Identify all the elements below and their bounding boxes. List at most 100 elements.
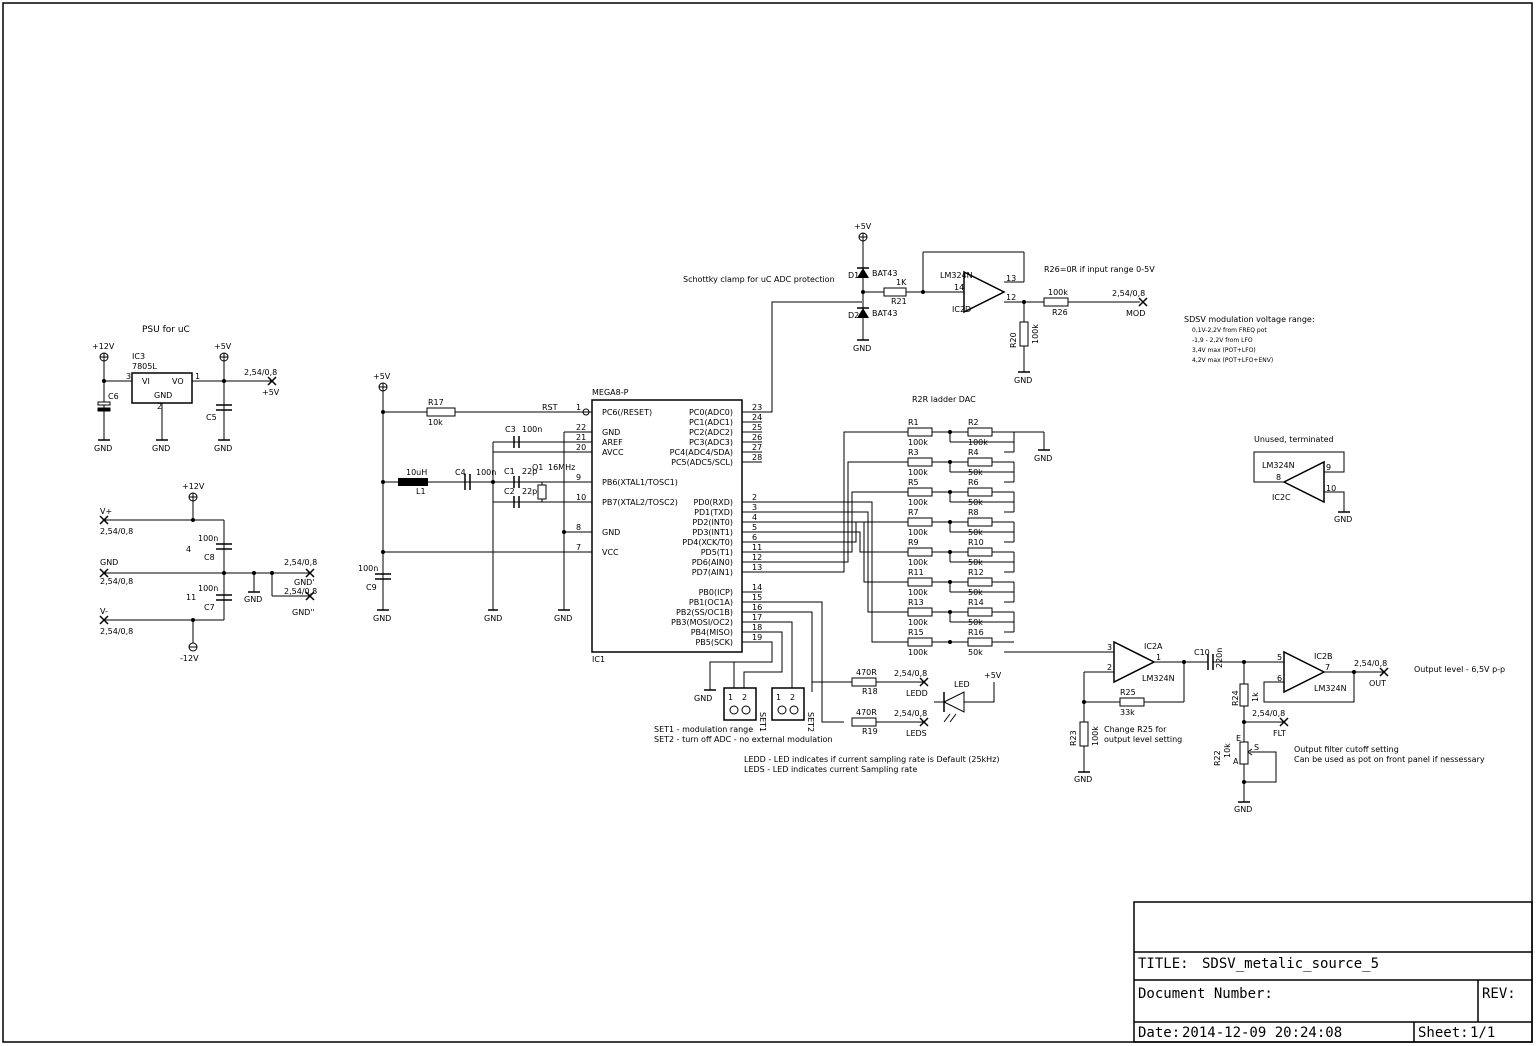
dac-rung-resistor — [907, 547, 933, 557]
ic2a-name: IC2A — [1144, 642, 1163, 651]
ic1-right-pins: 23PC0(ADC0)24PC1(ADC1)25PC2(ADC2)26PC3(A… — [670, 403, 763, 647]
l1-value: 10uH — [406, 468, 427, 477]
clamp-gnd2: GND — [1014, 376, 1032, 385]
ic1-pin-name: PD3(INT1) — [692, 528, 733, 537]
ic2c-gnd: GND — [1334, 515, 1352, 524]
dac-input-wire — [762, 521, 908, 583]
dac-rung-label: R9 — [908, 538, 919, 547]
set2-label: SET2 — [806, 712, 815, 732]
ic1-pin-number: 11 — [752, 543, 762, 552]
ic2b-pin6: 6 — [1277, 674, 1282, 683]
r23-resistor — [1079, 721, 1089, 747]
dac-rung-label: R7 — [908, 508, 919, 517]
ic1-pin-number: 10 — [576, 493, 586, 502]
dac-input-wire — [762, 511, 908, 613]
title-value: SDSV_metalic_source_5 — [1202, 956, 1379, 972]
set2-jumper — [771, 687, 805, 721]
dac-series-resistor — [967, 577, 993, 587]
r25-label: R25 — [1120, 688, 1136, 697]
ic1-pin-name: PC1(ADC1) — [689, 418, 733, 427]
mod-conn: 2,54/0,8 — [1112, 289, 1145, 298]
r17-label: R17 — [428, 398, 444, 407]
flt-gnd: GND — [1234, 805, 1252, 814]
c2-label: C2 — [504, 487, 515, 496]
supply-m12v: -12V — [180, 654, 199, 663]
ic2c-pin8: 8 — [1276, 473, 1281, 482]
c5-label: C5 — [206, 413, 217, 422]
dac-rung-label: R5 — [908, 478, 919, 487]
ic1-pin-name: PC0(ADC0) — [689, 408, 733, 417]
c2-value: 22p — [522, 487, 537, 496]
dac-series-label: R6 — [968, 478, 979, 487]
rev-label: REV: — [1482, 986, 1516, 1002]
rst-net: RST — [542, 403, 558, 412]
dac-rung-resistor — [907, 457, 933, 467]
r20-label: R20 — [1009, 332, 1018, 348]
c9-label: C9 — [366, 583, 377, 592]
psu-5v-label: +5V — [214, 342, 232, 351]
ic1-pin-name: PB4(MISO) — [691, 628, 733, 637]
ic1-pin-name: GND — [602, 528, 620, 537]
ic1-pin-name: PB3(MOSI/OC2) — [671, 618, 733, 627]
unused-heading: Unused, terminated — [1254, 435, 1334, 444]
dac-heading: R2R ladder DAC — [912, 395, 976, 404]
ic3-vi: VI — [142, 377, 150, 386]
clamp-note: Schottky clamp for uC ADC protection — [683, 275, 835, 284]
ic1-pin-name: PC3(ADC3) — [689, 438, 733, 447]
ic3-gnd-pin: GND — [154, 391, 172, 400]
c3-label: C3 — [505, 425, 516, 434]
set1-jumper — [723, 687, 757, 721]
r25-note2: output level setting — [1104, 735, 1182, 744]
d1-label: D1 — [848, 271, 859, 280]
ic2c-name: IC2C — [1272, 493, 1291, 502]
dac-rung-value: 100k — [908, 558, 928, 567]
r21-resistor — [883, 287, 907, 297]
r19-resistor — [851, 717, 877, 727]
led-label: LED — [954, 680, 970, 689]
output-section: IC2A LM324N 3 2 1 R25 33k R23 100k GND C… — [1069, 640, 1505, 814]
d1-part: BAT43 — [872, 269, 897, 278]
c4-value: 100n — [476, 468, 496, 477]
ic3-pin2: 2 — [157, 402, 162, 411]
jumper-note1: SET1 - modulation range — [654, 725, 753, 734]
flt-conn: 2,54/0,8 — [1252, 709, 1285, 718]
ic1-pin-name: VCC — [602, 548, 619, 557]
ic1-pin-number: 24 — [752, 413, 762, 422]
out-gnd: GND — [1074, 775, 1092, 784]
ic1-pin-number: 22 — [576, 423, 586, 432]
led-section: 470R R18 2,54/0,8 LEDD 470R R19 2,54/0,8… — [744, 668, 1002, 774]
c9-value: 100n — [358, 564, 378, 573]
ic1-pin-number: 14 — [752, 583, 762, 592]
ic1-pin-number: 20 — [576, 443, 586, 452]
mcu-gnd3: GND — [373, 614, 391, 623]
dac-rung-label: R1 — [908, 418, 919, 427]
dac-rung-value: 100k — [908, 438, 928, 447]
date-value: 2014-12-09 20:24:08 — [1182, 1025, 1342, 1041]
ic2b-pin5: 5 — [1277, 653, 1282, 662]
dac-series-resistor — [967, 427, 993, 437]
ledd-net: LEDD — [906, 689, 928, 698]
ic1-pin-name: PD7(AIN1) — [692, 568, 733, 577]
out-net: OUT — [1369, 679, 1386, 688]
ic2a-opamp — [1113, 640, 1156, 684]
r20-resistor — [1019, 321, 1029, 347]
r18-resistor — [851, 677, 877, 687]
l1-label: L1 — [416, 487, 426, 496]
supply-pin11: 11 — [186, 593, 196, 602]
ic2c-pin10: 10 — [1326, 484, 1336, 493]
adc-input-wire — [762, 301, 862, 413]
dac-rung-resistor — [907, 427, 933, 437]
r24-value: 1k — [1251, 692, 1260, 702]
supply-p12v: +12V — [182, 482, 205, 491]
ic3-name: IC3 — [132, 352, 145, 361]
mcu-gnd2: GND — [554, 614, 572, 623]
ic1-pin-number: 21 — [576, 433, 586, 442]
dac-gnd: GND — [1034, 454, 1052, 463]
dac-rung-resistor — [907, 517, 933, 527]
r26-value: 100k — [1048, 288, 1068, 297]
modnote-heading: SDSV modulation voltage range: — [1184, 315, 1315, 324]
ic1-pin-number: 17 — [752, 613, 762, 622]
ic2d-pin12: 12 — [1006, 293, 1016, 302]
flt-net: FLT — [1273, 729, 1286, 738]
